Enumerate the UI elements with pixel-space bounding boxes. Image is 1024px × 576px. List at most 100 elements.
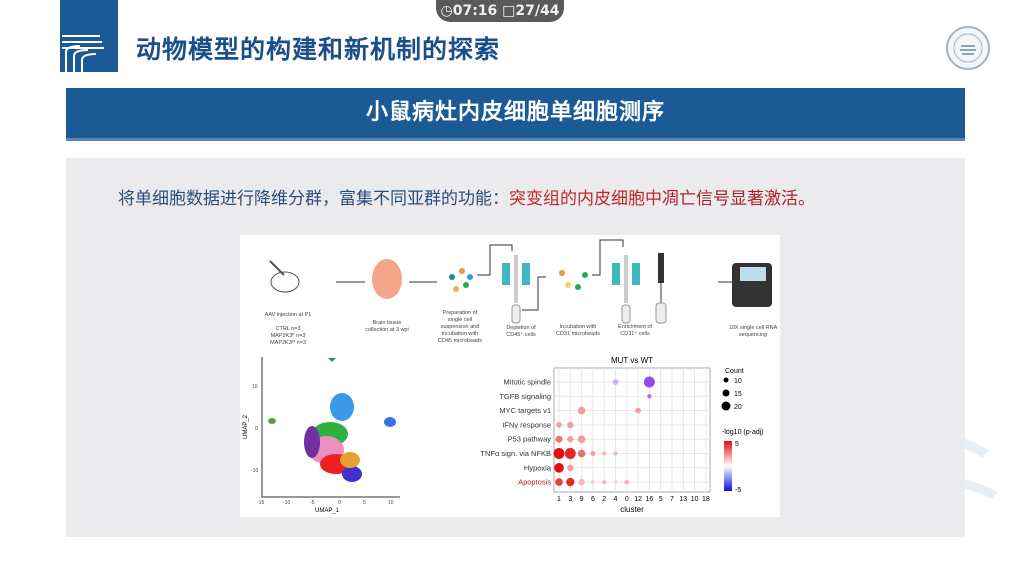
umap-clusters — [268, 358, 396, 482]
y-tick: -10 — [251, 468, 258, 474]
size-legend-dot — [722, 389, 730, 397]
dot-point — [647, 394, 652, 399]
dot-point — [567, 421, 574, 429]
x-tick-label: 6 — [591, 496, 595, 503]
step-caption: 10X single cell RNA sequencing — [728, 325, 778, 338]
presentation-timer: ◷07:16 □27/44 — [436, 0, 564, 22]
x-tick-label: 3 — [568, 496, 572, 503]
size-legend-label: 15 — [734, 391, 742, 398]
column-icon — [477, 244, 530, 324]
dot-point — [556, 422, 562, 428]
y-tick: 0 — [255, 426, 258, 432]
x-tick: -5 — [310, 500, 315, 506]
size-legend-title: Count — [725, 368, 744, 375]
timer-time: 07:16 — [452, 3, 498, 19]
column-icon — [592, 239, 640, 324]
x-tick: -15 — [257, 500, 264, 506]
dot-point — [612, 379, 619, 385]
umap-xlabel: UMAP_1 — [315, 508, 340, 514]
summary-text: 将单细胞数据进行降维分群，富集不同亚群的功能：突变组的内皮细胞中凋亡信号显著激活… — [118, 184, 815, 209]
x-tick-label: 12 — [634, 496, 642, 503]
y-tick-label: Hypoxia — [524, 463, 552, 472]
x-tick: 0 — [338, 500, 341, 506]
section-banner: 小鼠病灶内皮细胞单细胞测序 — [66, 88, 965, 141]
step-caption: Enrichment of CD31⁺ cells — [618, 324, 652, 337]
y-tick-label: Mitotic spindle — [503, 378, 551, 387]
figure: AAV injection at P1 CTRL n=3 MAP2K3ᴾ n=3… — [240, 235, 780, 517]
sequencer-icon — [732, 263, 772, 307]
umap-ylabel: UMAP_2 — [243, 414, 249, 439]
dot-point — [643, 376, 655, 388]
dot-point — [624, 479, 630, 485]
x-tick-label: 10 — [691, 496, 699, 503]
size-legend-dot — [721, 401, 731, 411]
step-caption: Depletion of CD45⁺ cells — [506, 325, 536, 338]
x-tick-label: 0 — [625, 496, 629, 503]
dot-point — [635, 407, 641, 414]
dot-point — [613, 451, 618, 456]
mouse-icon — [269, 260, 300, 293]
brain-icon — [372, 259, 402, 299]
dot-point — [578, 478, 585, 486]
x-tick: 5 — [363, 500, 366, 506]
summary-part-2: 突变组的内皮细胞中 — [509, 189, 662, 209]
slide-counter: 27/44 — [515, 3, 560, 19]
x-tick-label: 2 — [602, 496, 606, 503]
section-title: 小鼠病灶内皮细胞单细胞测序 — [365, 100, 665, 125]
group-caption: CTRL n=3 MAP2K3ᴾ n=3 MAP2K3ᴷᴵ n=3 — [270, 326, 306, 346]
y-tick-label: Apoptosis — [518, 478, 551, 487]
step-caption: Brain tissue collection at 3 wpi — [365, 320, 409, 333]
dot-point — [577, 449, 586, 458]
y-tick-label: TNFα sign. via NFKB — [480, 449, 551, 458]
color-legend-title: -log10 (p-adj) — [722, 429, 764, 436]
dot-point — [553, 448, 565, 459]
y-tick-label: IFNγ response — [502, 420, 551, 429]
y-tick-label: P53 pathway — [508, 435, 552, 444]
step-caption: AAV injection at P1 — [264, 312, 312, 318]
umap-axes — [261, 357, 400, 498]
syringe-icon — [655, 253, 667, 324]
step-caption: Incubation with CD31 microbeads — [555, 324, 601, 337]
dot-point — [566, 477, 575, 487]
dot-point — [555, 478, 563, 486]
university-emblem — [946, 26, 990, 70]
color-legend-max: 5 — [735, 441, 739, 448]
x-tick-label: 13 — [679, 496, 687, 503]
y-tick: 10 — [252, 384, 258, 390]
x-axis-label: cluster — [620, 505, 644, 514]
size-legend-label: 20 — [734, 404, 742, 411]
chart-title: MUT vs WT — [611, 356, 653, 365]
dot-point — [577, 406, 586, 415]
y-tick-label: MYC targets v1 — [499, 406, 551, 415]
plot-area — [553, 367, 711, 493]
cells-icon — [449, 268, 473, 292]
x-tick-label: 4 — [614, 496, 618, 503]
dot-point — [602, 479, 607, 485]
summary-part-1: 将单细胞数据进行降维分群，富集不同亚群的功能： — [118, 189, 509, 209]
dot-point — [602, 451, 607, 456]
x-tick: 10 — [388, 500, 394, 506]
x-tick-label: 9 — [580, 496, 584, 503]
dot-point — [590, 479, 596, 485]
size-legend-dot — [723, 377, 729, 383]
y-tick-label: TGFB signaling — [499, 392, 551, 401]
institution-logo — [60, 0, 118, 72]
x-tick-label: 7 — [670, 496, 674, 503]
dot-point — [613, 480, 618, 484]
microbeads-icon — [559, 270, 588, 290]
summary-part-3: 凋亡信号显著激活。 — [662, 189, 815, 209]
workflow-diagram — [269, 239, 772, 324]
step-caption: Preparation of single cell suspension an… — [437, 310, 483, 344]
umap-plot: UMAP_2 UMAP_1 -15 -10 -5 0 5 10 10 0 -10 — [243, 357, 400, 514]
dot-point — [555, 435, 563, 443]
x-tick: -10 — [283, 500, 290, 506]
color-legend-min: -5 — [735, 487, 741, 494]
dot-point — [554, 463, 564, 473]
dot-point — [590, 451, 596, 456]
size-legend-label: 10 — [734, 378, 742, 385]
dot-point — [567, 436, 574, 443]
page-title: 动物模型的构建和新机制的探索 — [136, 35, 501, 64]
dot-point — [567, 464, 574, 471]
color-legend-bar — [724, 441, 732, 491]
